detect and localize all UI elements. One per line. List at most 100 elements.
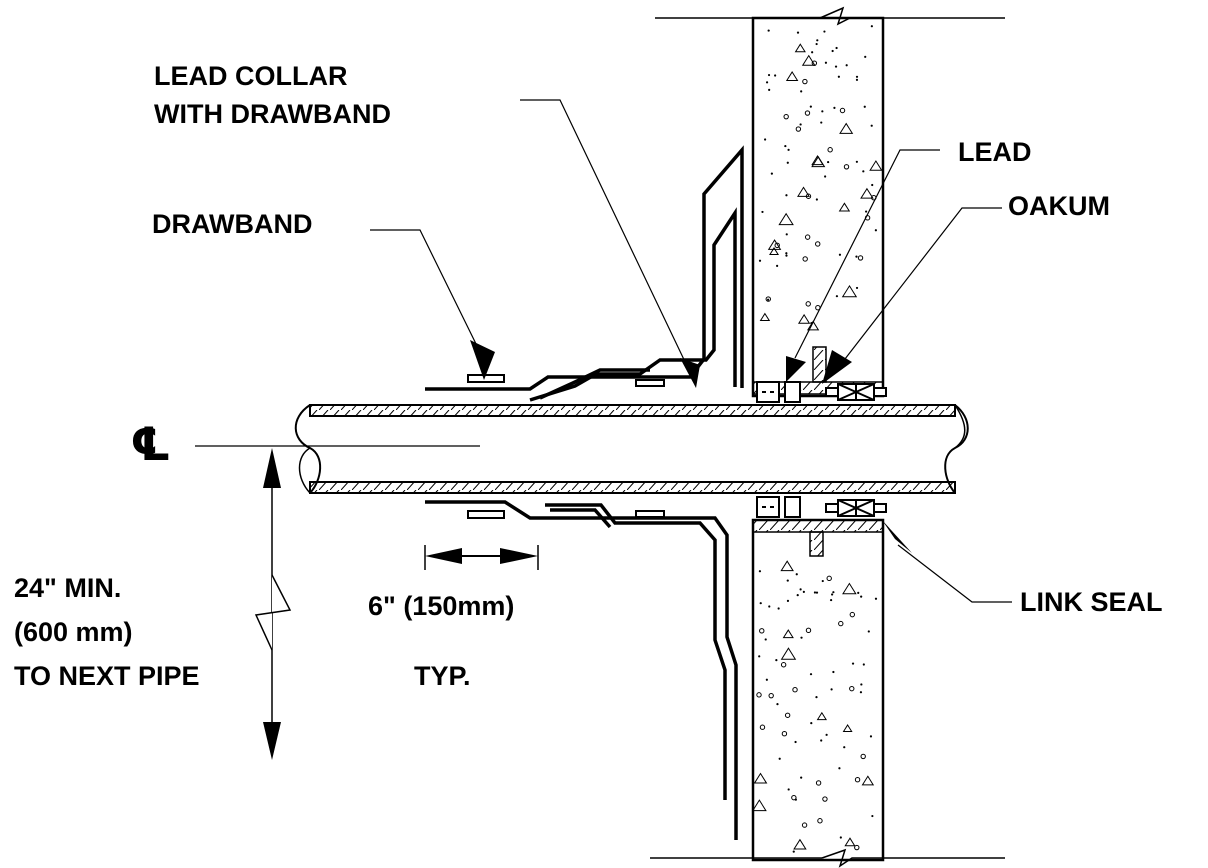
aggregate-particle	[785, 233, 788, 236]
aggregate-particle	[809, 673, 813, 676]
aggregate-particle	[795, 126, 802, 132]
aggregate-particle	[874, 597, 878, 600]
aggregate-particle	[765, 678, 768, 681]
aggregate-particle	[778, 212, 794, 226]
aggregate-particle	[764, 138, 767, 141]
concrete-aggregate-lower	[751, 560, 878, 853]
aggregate-particle	[863, 105, 866, 108]
aggregate-particle	[820, 121, 823, 124]
aggregate-particle	[813, 591, 817, 594]
aggregate-particle	[794, 740, 797, 744]
aggregate-particle	[855, 286, 859, 290]
oakum-label: OAKUM	[1008, 191, 1110, 221]
aggregate-particle	[860, 187, 874, 199]
lead-oakum-packing	[756, 381, 801, 518]
concrete-wall-lower	[650, 518, 1005, 868]
aggregate-particle	[860, 595, 863, 598]
aggregate-particle	[767, 298, 770, 301]
aggregate-particle	[854, 844, 860, 851]
aggregate-particle	[751, 799, 767, 812]
aggregate-particle	[857, 591, 860, 594]
aggregate-particle	[832, 670, 835, 674]
aggregate-particle	[817, 818, 823, 824]
aggregate-particle	[759, 602, 762, 605]
aggregate-particle	[778, 757, 781, 760]
typical-label: TYP.	[414, 661, 471, 691]
aggregate-particle	[787, 788, 790, 791]
clearance-label-line2: (600 mm)	[14, 617, 133, 647]
clearance-dimension	[254, 448, 292, 760]
aggregate-particle	[857, 255, 864, 261]
aggregate-particle	[835, 46, 838, 50]
aggregate-particle	[862, 170, 865, 173]
aggregate-particle	[753, 772, 768, 784]
aggregate-particle	[776, 264, 779, 267]
aggregate-particle	[845, 64, 848, 67]
collar-length-dimension	[424, 545, 539, 570]
aggregate-particle	[794, 43, 806, 53]
aggregate-particle	[761, 210, 764, 214]
aggregate-particle	[815, 198, 818, 201]
aggregate-particle	[849, 611, 856, 618]
aggregate-particle	[783, 113, 789, 120]
aggregate-particle	[855, 75, 859, 78]
aggregate-particle	[860, 683, 863, 686]
leader-lines	[370, 99, 1012, 603]
link-seal	[825, 383, 887, 517]
aggregate-particle	[767, 239, 782, 250]
aggregate-particle	[793, 838, 807, 850]
aggregate-particle	[781, 731, 788, 737]
aggregate-particle	[871, 183, 874, 187]
aggregate-particle	[815, 780, 822, 786]
leader-arrowheads	[470, 340, 912, 553]
concrete-aggregate-upper	[758, 25, 883, 331]
aggregate-particle	[756, 692, 762, 698]
aggregate-particle	[765, 81, 769, 84]
aggregate-particle	[780, 647, 797, 660]
aggregate-particle	[758, 655, 761, 658]
aggregate-particle	[784, 144, 787, 148]
aggregate-particle	[774, 242, 780, 249]
aggregate-particle	[774, 74, 777, 77]
aggregate-particle	[811, 155, 826, 168]
aggregate-particle	[843, 746, 846, 749]
aggregate-particle	[815, 42, 818, 46]
aggregate-particle	[821, 579, 824, 583]
aggregate-particle	[785, 254, 788, 257]
aggregate-particle	[869, 735, 873, 738]
aggregate-particle	[825, 733, 828, 736]
aggregate-particle	[767, 29, 770, 32]
aggregate-particle	[800, 776, 803, 779]
aggregate-particle	[874, 229, 877, 232]
aggregate-particle	[823, 30, 826, 33]
aggregate-particle	[805, 301, 811, 307]
aggregate-particle	[809, 105, 812, 108]
concrete-wall-upper	[655, 6, 1005, 398]
aggregate-particle	[824, 61, 828, 64]
aggregate-particle	[785, 252, 788, 255]
aggregate-particle	[827, 147, 833, 153]
aggregate-particle	[869, 160, 883, 171]
aggregate-particle	[870, 124, 873, 127]
aggregate-particle	[815, 696, 818, 699]
aggregate-particle	[862, 663, 865, 666]
aggregate-particle	[795, 573, 798, 576]
aggregate-particle	[843, 164, 850, 170]
aggregate-particle	[801, 54, 816, 66]
aggregate-particle	[827, 160, 830, 164]
aggregate-particle	[786, 161, 789, 164]
aggregate-particle	[867, 630, 870, 633]
aggregate-particle	[839, 107, 846, 114]
aggregate-particle	[802, 256, 808, 262]
aggregate-particle	[802, 78, 808, 85]
aggregate-particle	[832, 591, 835, 594]
lead-collar-lower	[425, 500, 738, 840]
aggregate-particle	[870, 25, 873, 28]
aggregate-particle	[797, 186, 810, 197]
aggregate-particle	[758, 259, 762, 262]
aggregate-particle	[800, 636, 803, 639]
aggregate-particle	[833, 106, 836, 109]
aggregate-particle	[791, 794, 797, 801]
